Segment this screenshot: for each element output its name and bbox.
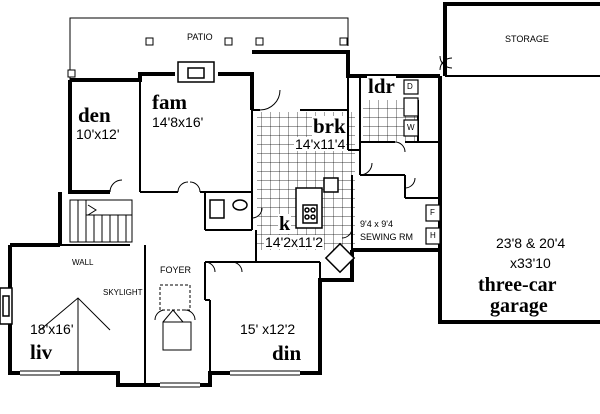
sewing-name: SEWING RM — [360, 232, 413, 242]
din-name: din — [272, 341, 302, 365]
garage-utilities — [425, 204, 441, 245]
k-name: k — [278, 213, 292, 235]
brk-name: brk — [312, 114, 347, 138]
brk-dimensions: 14'x11'4 — [294, 136, 347, 152]
ldr-name: ldr — [367, 74, 396, 98]
interior-walls — [59, 76, 440, 385]
fam-name: fam — [152, 90, 187, 114]
storage-label: STORAGE — [504, 34, 550, 44]
doors — [109, 55, 453, 321]
liv-name: liv — [30, 340, 53, 364]
garage-dimensions-2: x33'10 — [510, 255, 551, 271]
kitchen-fixtures — [209, 177, 356, 274]
k-dimensions: 14'2x11'2 — [264, 234, 325, 250]
fam-dimensions: 14'8x16' — [152, 114, 204, 130]
garage-dimensions-1: 23'8 & 20'4 — [496, 235, 566, 251]
din-dimensions: 15' x12'2 — [240, 321, 296, 337]
laundry-appliances — [403, 79, 419, 137]
furnace-label: F — [430, 208, 435, 217]
wall-label: WALL — [72, 258, 94, 267]
living-vault — [39, 297, 111, 373]
washer-label: W — [407, 123, 415, 132]
liv-dimensions: 18'x16' — [30, 321, 74, 337]
garage-name-2: garage — [490, 295, 548, 317]
fireplaces — [0, 61, 215, 325]
dryer-label: D — [407, 82, 413, 91]
skylight — [159, 284, 192, 351]
stairs — [69, 199, 133, 243]
patio-label: PATIO — [186, 32, 214, 42]
skylight-label: SKYLIGHT — [103, 288, 143, 297]
den-dimensions: 10'x12' — [76, 126, 120, 142]
sewing-dimensions: 9'4 x 9'4 — [360, 219, 393, 229]
foyer-label: FOYER — [160, 265, 192, 275]
heater-label: H — [430, 231, 436, 240]
den-name: den — [78, 103, 111, 127]
windows — [20, 370, 300, 388]
garage-name-1: three-car — [478, 274, 557, 296]
